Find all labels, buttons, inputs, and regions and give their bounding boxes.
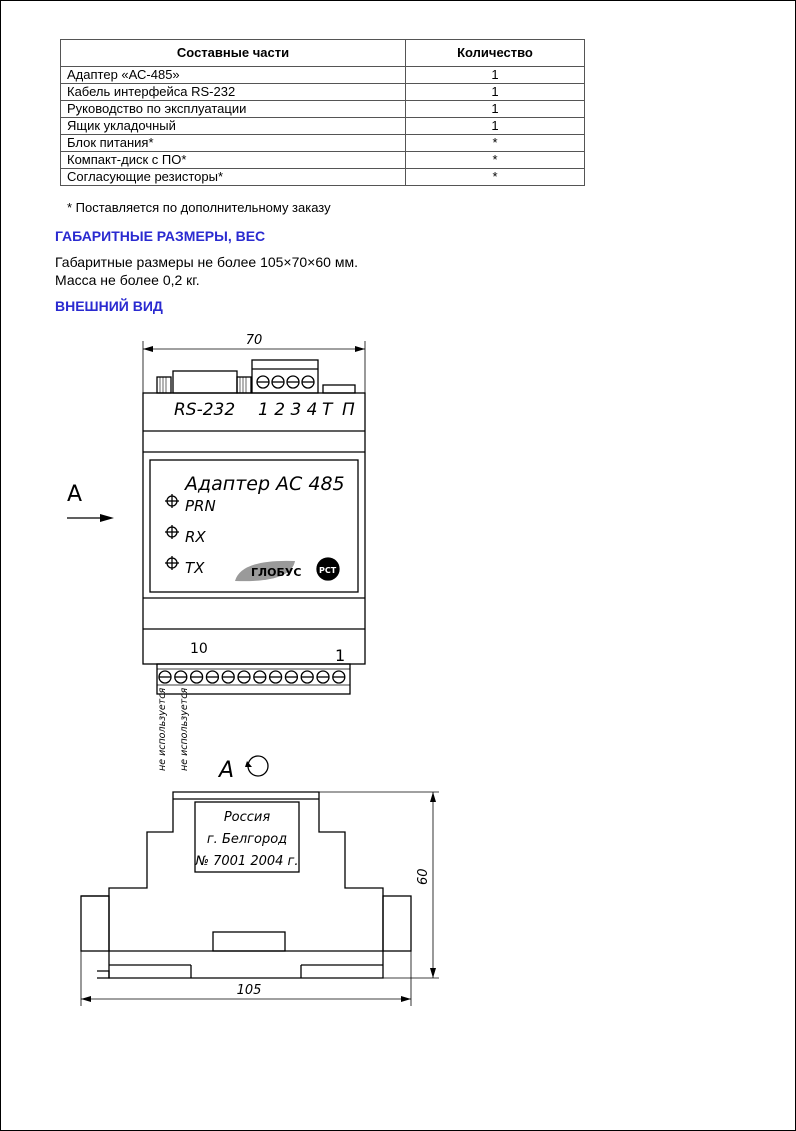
column-header-parts: Составные части [60,39,406,67]
terminal-label-10: 10 [190,641,208,657]
view-arrow-label: А [67,482,82,507]
label-p: П [342,400,355,420]
led-rx: RX [165,525,206,546]
led-rx-label: RX [185,528,206,546]
rst-cert-mark: РСТ [316,557,340,581]
section-heading-dimensions: ГАБАРИТНЫЕ РАЗМЕРЫ, ВЕС [55,228,266,244]
table-cell-qty: * [405,168,585,186]
front-panel [149,459,359,593]
table-cell-name: Согласующие резисторы* [60,168,406,186]
plate-country: Россия [224,810,271,825]
svg-text:РСТ: РСТ [319,566,337,575]
plate-serial: № 7001 2004 г. [194,854,298,869]
footnote: * Поставляется по дополнительному заказу [67,200,331,215]
terminal-block-bottom [156,663,351,695]
components-table: Составные части Количество Адаптер «АС-4… [60,39,585,186]
nameplate [194,801,300,873]
label-t: Т [322,400,334,420]
view-a-label: А [217,758,234,783]
label-rs232: RS-232 [174,400,235,420]
led-tx: TX [165,556,205,577]
rotate-icon [245,755,269,777]
globus-logo: ГЛОБУС [235,560,301,582]
table-row: Компакт-диск с ПО** [60,151,585,169]
section-heading-view: ВНЕШНИЙ ВИД [55,298,163,314]
side-view: А Россия г. Белгород № 7001 2004 г. [80,755,439,1006]
dim-height-label: 60 [416,868,431,885]
device-title: Адаптер АС 485 [183,473,345,495]
table-cell-name: Компакт-диск с ПО* [60,151,406,169]
front-view: 70 RS-232 1 2 3 [67,333,366,771]
dimensions-text: Габаритные размеры не более 105×70×60 мм… [55,254,358,270]
led-tx-label: TX [185,559,205,577]
not-used-label-1: не используется [157,688,168,771]
label-pins: 1 2 3 4 [258,400,317,420]
db9-connector [172,370,238,394]
table-row: Согласующие резисторы** [60,168,585,186]
terminal-label-1: 1 [335,646,345,665]
not-used-label-2: не используется [179,688,190,771]
table-header-row: Составные части Количество [60,39,585,67]
column-header-qty: Количество [405,39,585,67]
dim-width-label: 70 [246,333,263,348]
table-cell-name: Кабель интерфейса RS-232 [60,83,406,101]
plate-city: г. Белгород [207,832,287,847]
led-prn-label: PRN [185,497,216,515]
weight-text: Масса не более 0,2 кг. [55,272,200,288]
svg-text:ГЛОБУС: ГЛОБУС [251,566,301,579]
dim-length-label: 105 [237,983,262,998]
led-prn: PRN [165,494,216,515]
